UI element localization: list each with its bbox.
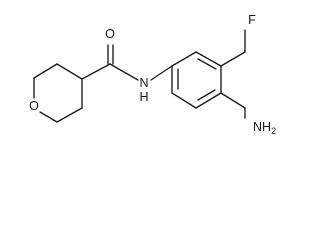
bond-ar1-ar2: [171, 51, 197, 67]
amino-nh-text: NH: [253, 120, 271, 134]
carbonyl-oxygen-label: O: [105, 27, 115, 41]
amide-nitrogen-label: N: [139, 76, 148, 90]
amide-hydrogen-label: H: [139, 90, 148, 104]
bond-ar-inner-2: [197, 89, 216, 101]
amino-label: NH2: [253, 120, 276, 136]
bond-carbonyl-n: [109, 63, 139, 81]
bond-ar2-ar3: [195, 51, 222, 67]
bond-ar4-ar5: [195, 92, 222, 109]
bond-o1-c6: [39, 111, 58, 123]
substituent-bonds: [220, 29, 246, 119]
ring-oxygen-label: O: [29, 99, 39, 113]
amino-subscript: 2: [271, 126, 276, 136]
bond-c4-carbonyl: [81, 63, 111, 80]
bond-c3-c2: [33, 63, 58, 79]
oxane-ring-bonds: [33, 63, 83, 123]
chemical-structure: O N H O F NH2: [29, 13, 276, 136]
bond-ar5-ar6: [171, 92, 197, 109]
bond-c4-c3: [56, 63, 83, 80]
bond-c-amino: [220, 92, 246, 109]
fluorine-label: F: [248, 13, 256, 27]
bond-c-fluorine: [220, 51, 246, 67]
bond-ar-inner-1: [197, 58, 217, 70]
benzene-ring-bonds: [171, 51, 222, 109]
amide-bonds: [81, 44, 173, 81]
bond-n-aryl: [150, 65, 173, 81]
bond-c6-c5: [56, 107, 83, 123]
